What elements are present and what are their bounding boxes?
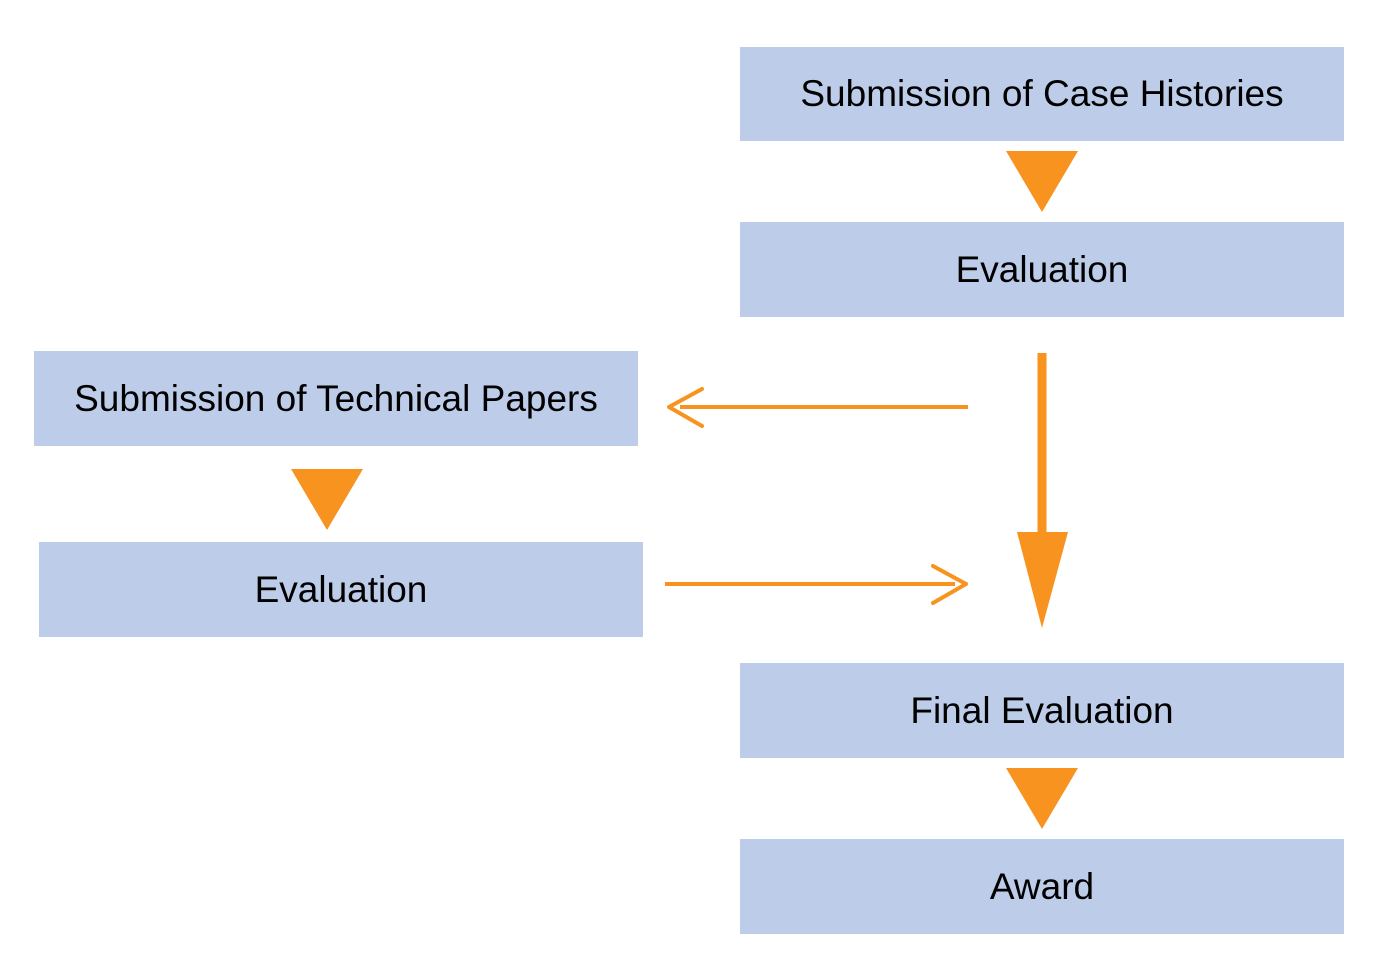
arrowhead-down-icon xyxy=(1017,532,1068,628)
triangle-arrow-papers-to-evaluation xyxy=(291,469,363,530)
node-submission-technical-papers: Submission of Technical Papers xyxy=(34,351,638,446)
node-label: Evaluation xyxy=(254,568,428,610)
node-submission-case-histories: Submission of Case Histories xyxy=(740,47,1344,141)
node-label: Award xyxy=(989,865,1095,907)
node-label: Evaluation xyxy=(955,248,1129,290)
node-final-evaluation: Final Evaluation xyxy=(740,663,1344,758)
node-evaluation-case-histories: Evaluation xyxy=(740,222,1344,317)
node-label: Submission of Technical Papers xyxy=(74,377,598,419)
node-label: Submission of Case Histories xyxy=(800,73,1284,114)
arrowhead-right-icon xyxy=(931,564,968,605)
triangle-arrow-final-to-award xyxy=(1006,768,1078,829)
node-label: Final Evaluation xyxy=(910,689,1174,731)
node-award: Award xyxy=(740,839,1344,934)
node-evaluation-technical-papers: Evaluation xyxy=(39,542,643,637)
arrowhead-left-icon xyxy=(667,387,704,428)
triangle-arrow-case-to-evaluation xyxy=(1006,151,1078,212)
